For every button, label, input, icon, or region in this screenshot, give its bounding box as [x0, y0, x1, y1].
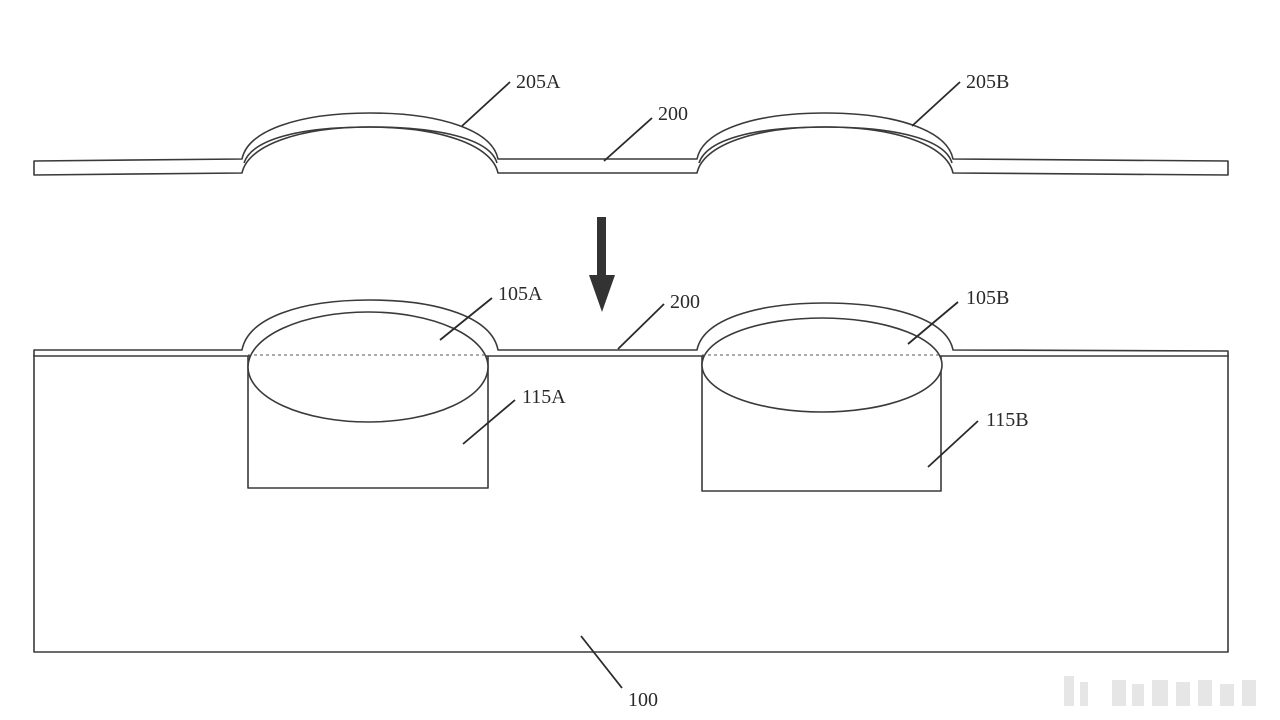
label-205a: 205A — [516, 71, 561, 93]
film-bottom-body — [33, 299, 1229, 357]
bump-a-inner — [243, 126, 498, 164]
leader-205a — [461, 81, 511, 127]
arrow-down-icon — [589, 217, 615, 312]
label-115a: 115A — [522, 386, 566, 408]
leader-200-bottom — [617, 303, 665, 350]
leader-100 — [580, 635, 623, 689]
leader-105b — [907, 301, 959, 345]
film-top — [33, 112, 1229, 176]
film-bottom — [33, 299, 1229, 357]
label-200-bottom: 200 — [670, 291, 700, 313]
leader-200-top — [603, 117, 653, 162]
label-205b: 205B — [966, 71, 1009, 93]
watermark-graphic — [1064, 676, 1256, 706]
leader-115a — [462, 399, 516, 445]
bump-b-inner — [698, 126, 953, 164]
substrate-body — [33, 354, 1229, 653]
label-100: 100 — [628, 689, 658, 711]
label-105a: 105A — [498, 283, 543, 305]
leader-205b — [911, 81, 961, 127]
leader-115b — [927, 420, 979, 468]
substrate — [33, 354, 1229, 653]
film-top-body — [33, 112, 1229, 176]
lens-a — [247, 311, 489, 423]
lens-b — [701, 317, 943, 413]
leader-105a — [439, 297, 493, 341]
label-115b: 115B — [986, 409, 1029, 431]
label-105b: 105B — [966, 287, 1009, 309]
label-200-top: 200 — [658, 103, 688, 125]
